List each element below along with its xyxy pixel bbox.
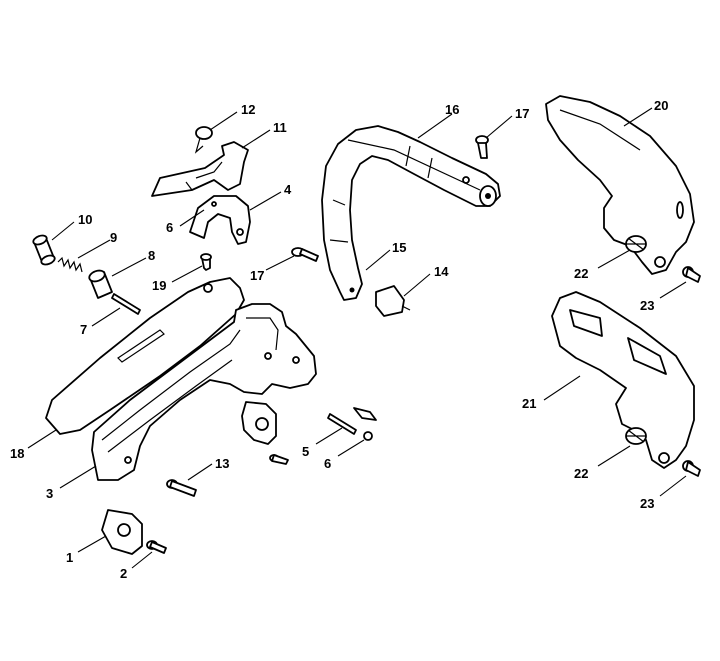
- callout-19: 19: [152, 278, 166, 293]
- callout-18: 18: [10, 446, 24, 461]
- callout-17: 17: [250, 268, 264, 283]
- part-19-screw: [200, 253, 212, 271]
- part-11-lever: [151, 141, 249, 197]
- part-8-sleeve: [88, 269, 113, 299]
- callout-15: 15: [392, 240, 406, 255]
- part-17-screw-lower: [291, 247, 319, 262]
- callout-20: 20: [654, 98, 668, 113]
- callout-14: 14: [434, 264, 449, 279]
- leader-lines: [27, 107, 687, 569]
- callout-11: 11: [273, 120, 287, 135]
- part-3-housing: [91, 303, 317, 481]
- callout-17: 17: [515, 106, 529, 121]
- part-14-buffer: [375, 285, 411, 317]
- part-23-screw-lower: [682, 460, 701, 477]
- callout-8: 8: [148, 248, 155, 263]
- callout-5: 5: [302, 444, 309, 459]
- part-20-handguard: [545, 95, 695, 275]
- callout-16: 16: [445, 102, 459, 117]
- part-16-handlebar: [321, 125, 501, 301]
- callout-7: 7: [80, 322, 87, 337]
- callout-9: 9: [110, 230, 117, 245]
- part-6-bracket: [241, 401, 289, 465]
- part-9-spring: [57, 256, 83, 273]
- callout-22: 22: [574, 466, 588, 481]
- callout-1: 1: [66, 550, 73, 565]
- callout-6: 6: [166, 220, 173, 235]
- callout-12: 12: [241, 102, 255, 117]
- part-12-clip: [194, 126, 213, 154]
- callout-22: 22: [574, 266, 588, 281]
- part-7-pin: [111, 293, 141, 315]
- callout-labels: 12 11 16 17 20 4 6 10 9 8 15 17 19 14 22…: [10, 98, 668, 581]
- part-2-screw: [146, 540, 167, 554]
- callout-10: 10: [78, 212, 92, 227]
- part-1-bracket: [101, 509, 143, 555]
- part-18-cover: [45, 277, 245, 435]
- callout-21: 21: [522, 396, 536, 411]
- callout-2: 2: [120, 566, 127, 581]
- part-13-screw: [166, 479, 197, 497]
- callout-3: 3: [46, 486, 53, 501]
- part-17-screw-upper: [475, 135, 489, 159]
- callout-13: 13: [215, 456, 229, 471]
- part-21-handguard: [551, 291, 695, 469]
- part-4-interlock: [189, 195, 251, 245]
- callout-6: 6: [324, 456, 331, 471]
- callout-4: 4: [284, 182, 292, 197]
- callout-23: 23: [640, 496, 654, 511]
- callout-23: 23: [640, 298, 654, 313]
- part-5-pin: [327, 407, 377, 441]
- part-23-screw-upper: [682, 266, 701, 283]
- part-10-bushing: [32, 234, 56, 266]
